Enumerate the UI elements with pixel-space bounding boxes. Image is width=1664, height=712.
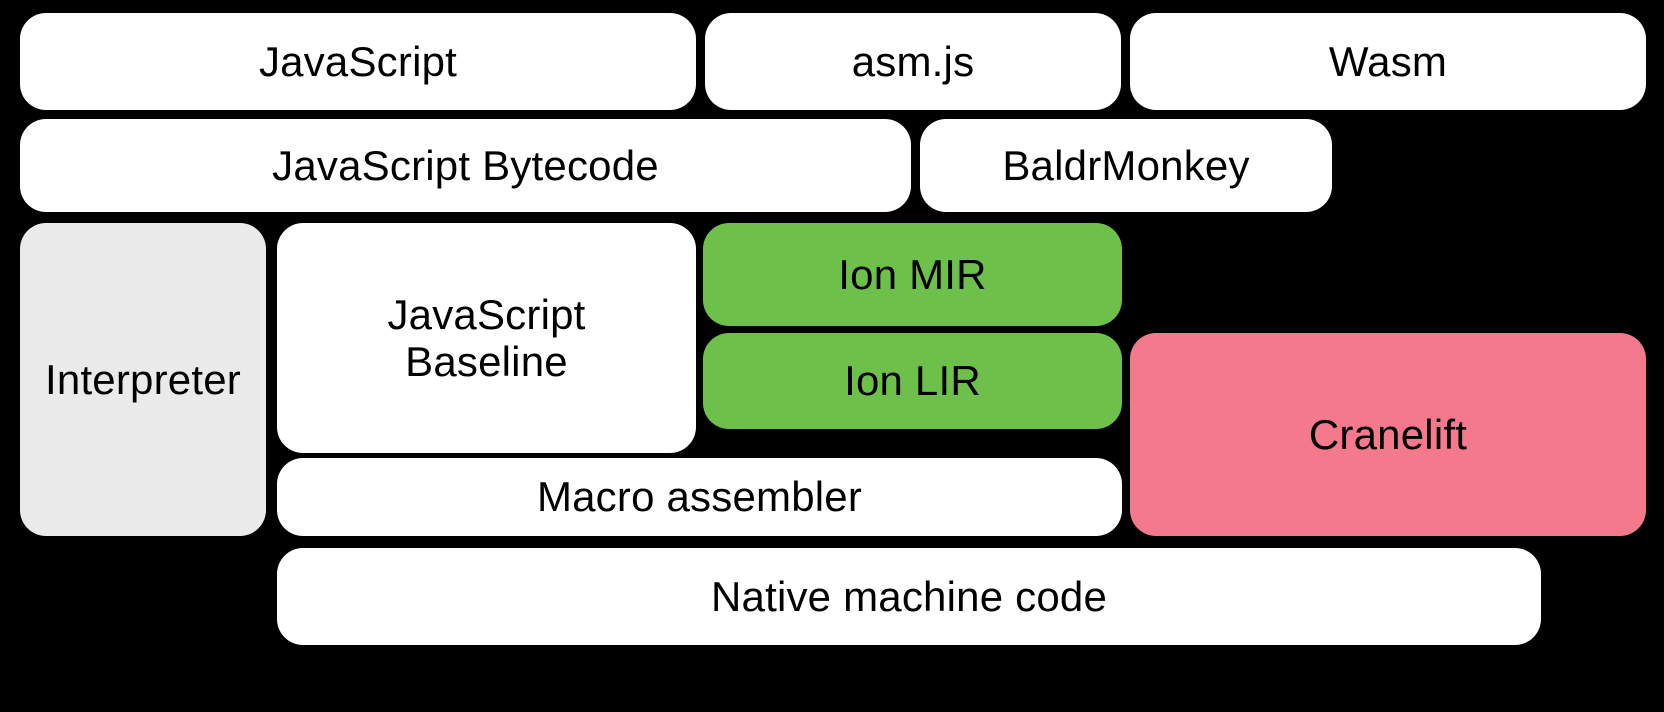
- node-interpreter[interactable]: Interpreter: [20, 223, 266, 536]
- node-javascript[interactable]: JavaScript: [20, 13, 696, 110]
- node-ion-lir[interactable]: Ion LIR: [703, 333, 1122, 429]
- node-wasm[interactable]: Wasm: [1130, 13, 1646, 110]
- node-ion-mir[interactable]: Ion MIR: [703, 223, 1122, 326]
- node-asmjs[interactable]: asm.js: [705, 13, 1121, 110]
- node-js-bytecode[interactable]: JavaScript Bytecode: [20, 119, 911, 212]
- node-macro-assembler[interactable]: Macro assembler: [277, 458, 1122, 536]
- node-baldrmonkey[interactable]: BaldrMonkey: [920, 119, 1332, 212]
- node-native-machine-code[interactable]: Native machine code: [277, 548, 1541, 645]
- node-js-baseline[interactable]: JavaScript Baseline: [277, 223, 696, 453]
- node-cranelift[interactable]: Cranelift: [1130, 333, 1646, 536]
